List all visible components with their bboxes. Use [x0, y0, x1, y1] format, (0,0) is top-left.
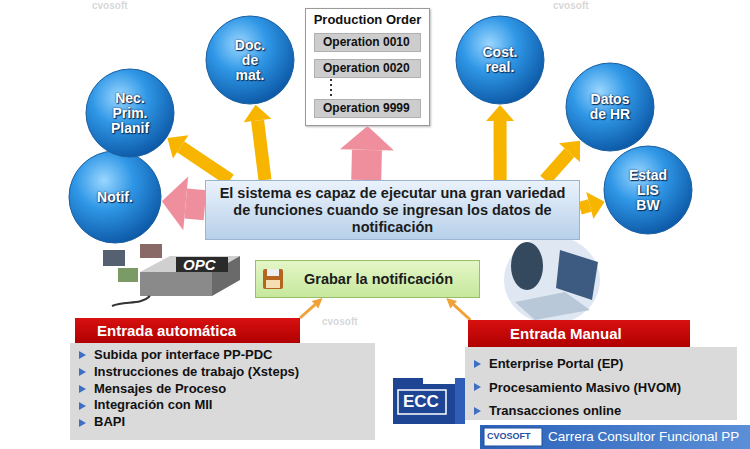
flow-arrow [351, 150, 382, 180]
function-circle: Estad LIS BW [603, 145, 693, 235]
panel-header: Entrada automática [75, 318, 300, 343]
footer-bar [480, 425, 750, 449]
list-item: Integración con MII [70, 397, 375, 414]
circle-label: Notif. [80, 190, 150, 205]
flow-arrow [545, 153, 569, 180]
list-item: Enterprise Portal (EP) [465, 352, 737, 376]
circle-label: Datos de HR [582, 92, 638, 122]
production-order-box: Production OrderOperation 0010Operation … [305, 8, 430, 126]
operation-row: Operation 9999 [314, 99, 421, 118]
flow-arrow [186, 203, 205, 205]
panel-header: Entrada Manual [468, 320, 690, 347]
circle-shape [69, 151, 161, 243]
function-circle: Datos de HR [565, 62, 655, 152]
watermark: cvosoft [322, 316, 358, 327]
photo-thumb [103, 250, 125, 266]
circle-shape [456, 16, 544, 104]
cable [112, 296, 150, 306]
flow-arrow [181, 147, 230, 180]
folder-edge [455, 378, 465, 424]
order-title: Production Order [306, 12, 429, 27]
circle-shape [86, 69, 174, 157]
flow-arrow [454, 305, 471, 320]
list-item: Instrucciones de trabajo (Xsteps) [70, 364, 375, 381]
panel-title: Entrada Manual [510, 325, 622, 342]
device-front [140, 272, 212, 296]
operator-figure [511, 242, 543, 290]
footer-logo-box [484, 428, 542, 446]
folder-body [393, 384, 463, 424]
circle-label: Cost. real. [477, 45, 523, 75]
circle-shape [566, 63, 654, 151]
input-panel: Entrada automáticaSubida por interface P… [70, 318, 375, 440]
ecc-logo [393, 378, 465, 424]
photo-background [504, 236, 600, 324]
statement-box: El sistema es capaz de ejecutar una gran… [205, 180, 580, 240]
device-plate [176, 257, 228, 272]
watermark: cvosoft [92, 0, 128, 11]
list-item: Mensajes de Proceso [70, 381, 375, 398]
list-item: BAPI [70, 414, 375, 431]
flow-arrow [580, 206, 590, 209]
flow-arrow [300, 305, 315, 318]
function-circle: Doc. de mat. [205, 15, 295, 105]
flow-arrow [258, 121, 265, 180]
photo-thumb [140, 244, 162, 258]
function-circle: Nec. Prim. Planif [85, 68, 175, 158]
panel-list: Enterprise Portal (EP)Procesamiento Masi… [465, 347, 737, 420]
circle-shape [206, 16, 294, 104]
operation-row: Operation 0010 [314, 33, 421, 52]
operation-label: Operation 0010 [315, 34, 420, 51]
circle-label: Doc. de mat. [230, 38, 270, 83]
circle-label: Estad LIS BW [626, 168, 671, 213]
operation-label: Operation 0020 [315, 60, 420, 77]
save-action-box: Grabar la notificación [255, 260, 480, 298]
circle-label: Nec. Prim. Planif [105, 91, 155, 136]
logo-text: CVOSOFT [487, 431, 531, 441]
list-item: Procesamiento Masivo (HVOM) [465, 376, 737, 400]
function-circle: Notif. [68, 150, 162, 244]
watermark: cvosoft [553, 0, 589, 11]
footer-band [480, 425, 750, 449]
logo-frame [398, 390, 446, 414]
list-item: Transacciones online [465, 399, 737, 423]
footer-text: Carrera Consultor Funcional PP [548, 429, 739, 444]
keyboard [515, 292, 590, 320]
opc-device-illustration [103, 244, 240, 306]
statement-text: El sistema es capaz de ejecutar una gran… [206, 185, 579, 236]
monitor [556, 250, 598, 300]
flow-arrow [494, 121, 507, 180]
device-top [140, 256, 240, 272]
function-circle: Cost. real. [455, 15, 545, 105]
device-label: OPC [183, 256, 216, 273]
action-label: Grabar la notificación [256, 271, 453, 287]
panel-list: Subida por interface PP-PDCInstrucciones… [70, 343, 375, 440]
list-item: Subida por interface PP-PDC [70, 347, 375, 364]
operation-label: Operation 9999 [315, 100, 420, 117]
operation-row: Operation 0020 [314, 59, 421, 78]
logo-text: ECC [403, 392, 439, 412]
panel-title: Entrada automática [97, 322, 236, 339]
circle-shape [604, 146, 692, 234]
operator-illustration [504, 236, 600, 324]
photo-thumb [118, 268, 138, 282]
input-panel: Entrada ManualEnterprise Portal (EP)Proc… [465, 320, 737, 420]
